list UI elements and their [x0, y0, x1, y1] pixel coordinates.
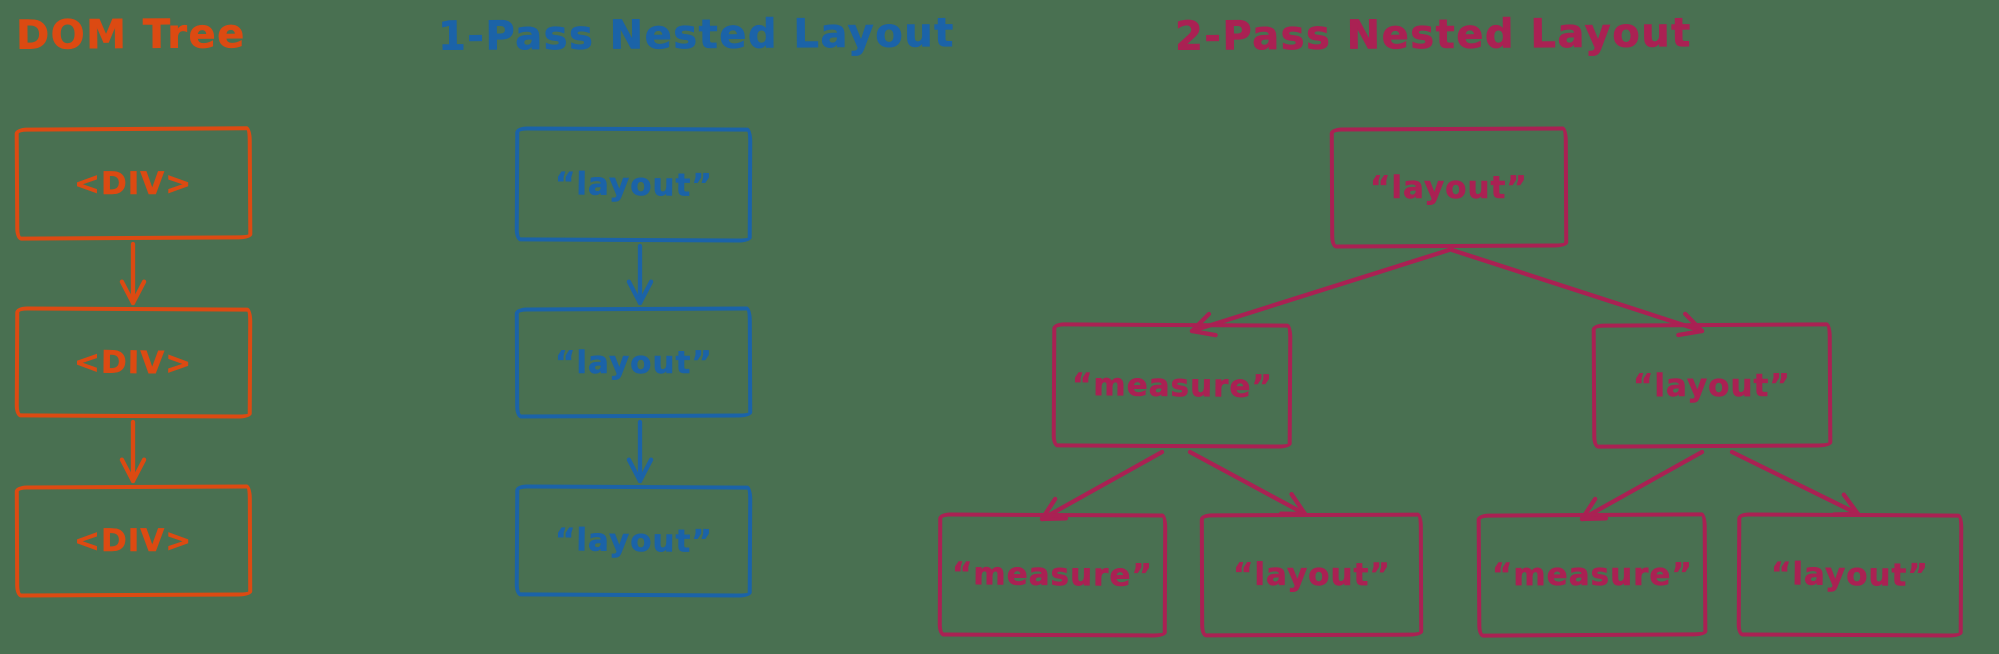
node-p1-1: “layout” — [514, 126, 753, 243]
node-label-p2-leaf-3: “measure” — [1491, 556, 1693, 594]
arrow — [119, 419, 147, 484]
node-label-p1-1: “layout” — [554, 165, 713, 204]
node-label-p1-2: “layout” — [554, 344, 713, 381]
node-p1-3: “layout” — [514, 484, 753, 598]
section-title-two-pass-nested-layout: 2-Pass Nested Layout — [1174, 10, 1693, 60]
arrow — [1187, 449, 1308, 517]
node-label-p2-measure: “measure” — [1071, 366, 1273, 405]
node-label-p2-leaf-1: “measure” — [951, 556, 1154, 594]
node-label-p1-3: “layout” — [554, 522, 713, 560]
arrow — [1729, 449, 1861, 517]
node-dom-2: <DIV> — [14, 306, 253, 419]
node-p2-leaf-2: “layout” — [1199, 512, 1424, 638]
arrow — [626, 419, 654, 484]
node-label-dom-3: <DIV> — [74, 522, 193, 560]
node-p2-leaf-3: “measure” — [1476, 512, 1708, 638]
arrow — [1449, 247, 1705, 338]
arrow — [626, 243, 654, 306]
node-label-p2-layout: “layout” — [1633, 367, 1791, 404]
arrow — [119, 241, 147, 306]
node-p2-leaf-4: “layout” — [1736, 512, 1964, 638]
node-dom-3: <DIV> — [14, 484, 253, 598]
node-p2-layout: “layout” — [1591, 322, 1833, 449]
node-label-p2-leaf-2: “layout” — [1232, 556, 1391, 594]
section-title-one-pass-nested-layout: 1-Pass Nested Layout — [437, 10, 956, 60]
arrow — [1039, 449, 1165, 522]
arrow — [1579, 449, 1705, 522]
node-p2-leaf-1: “measure” — [937, 512, 1168, 638]
node-label-p2-root: “layout” — [1370, 169, 1528, 206]
node-label-dom-2: <DIV> — [74, 343, 193, 382]
node-label-dom-1: <DIV> — [74, 165, 193, 202]
node-p2-root: “layout” — [1329, 126, 1569, 249]
node-p1-2: “layout” — [514, 306, 753, 419]
section-title-dom-tree: DOM Tree — [15, 11, 247, 59]
node-label-p2-leaf-4: “layout” — [1770, 556, 1930, 594]
node-p2-measure: “measure” — [1051, 322, 1293, 449]
node-dom-1: <DIV> — [14, 126, 253, 241]
